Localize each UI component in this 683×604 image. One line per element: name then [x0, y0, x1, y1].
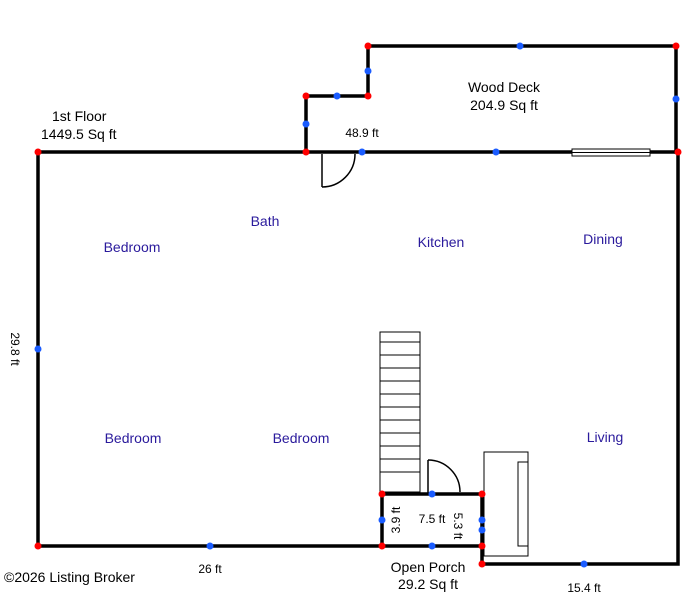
open-porch-title: Open Porch	[391, 559, 466, 575]
dimension-porch-left: 3.9 ft	[389, 506, 403, 533]
main-floor-walls	[36, 150, 680, 566]
wood-deck-area: 204.9 Sq ft	[470, 97, 538, 113]
room-label-bedroom: Bedroom	[104, 239, 161, 255]
bath-door	[321, 153, 356, 188]
room-label-bedroom: Bedroom	[273, 430, 330, 446]
room-label-living: Living	[587, 429, 624, 445]
dimension-top-wall: 48.9 ft	[345, 126, 379, 140]
copyright-notice: ©2026 Listing Broker	[4, 569, 135, 585]
room-label-kitchen: Kitchen	[418, 234, 465, 250]
dimension-bottom-left-wall: 26 ft	[198, 562, 222, 576]
first-floor-area: 1449.5 Sq ft	[41, 126, 117, 142]
first-floor-title: 1st Floor	[52, 108, 107, 124]
fireplace	[483, 451, 529, 557]
dimension-bottom-right-wall: 15.4 ft	[567, 581, 601, 595]
vertex-markers	[34, 42, 682, 568]
room-label-bath: Bath	[251, 213, 280, 229]
dimension-porch-right: 5.3 ft	[451, 513, 465, 540]
staircase	[379, 331, 421, 493]
open-porch-area: 29.2 Sq ft	[398, 576, 458, 592]
porch-door	[427, 459, 461, 494]
dimension-left-wall: 29.8 ft	[8, 332, 22, 366]
midpoint-markers	[34, 42, 680, 568]
dimension-porch-width: 7.5 ft	[419, 512, 446, 526]
room-label-dining: Dining	[583, 231, 623, 247]
room-label-bedroom: Bedroom	[105, 430, 162, 446]
wood-deck-title: Wood Deck	[468, 79, 541, 95]
